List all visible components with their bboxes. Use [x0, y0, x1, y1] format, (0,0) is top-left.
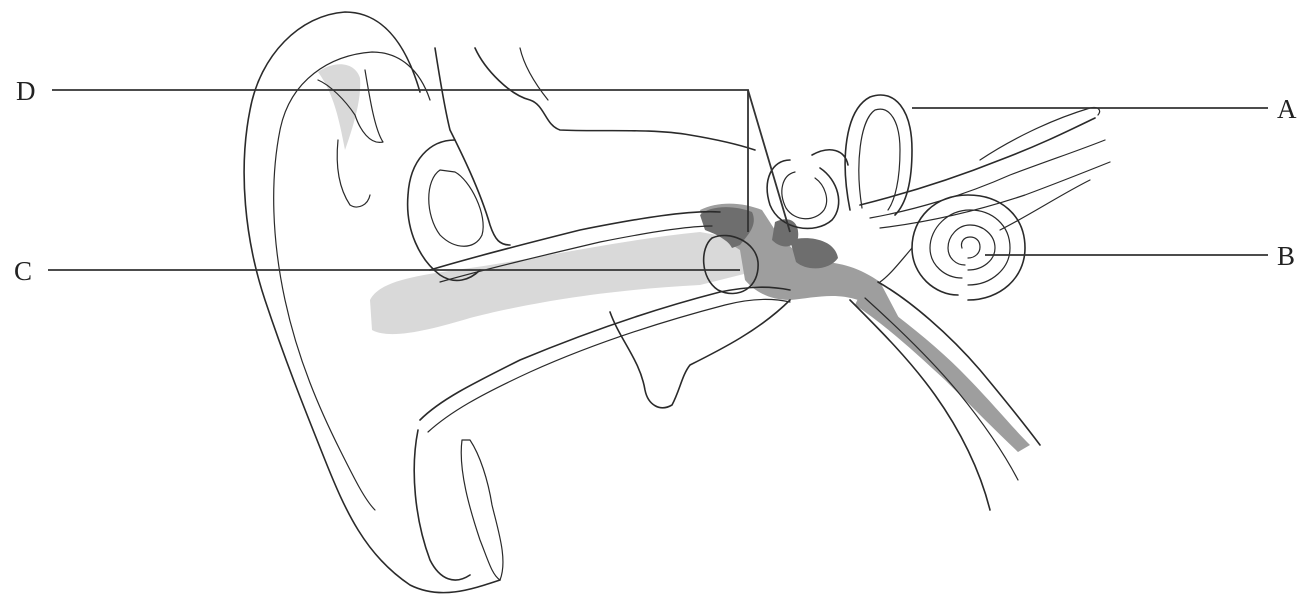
antihelix-fold: [337, 140, 370, 207]
label-c: C: [14, 256, 32, 286]
skull-line-inner: [520, 48, 548, 100]
skull-line-upper: [475, 48, 755, 150]
cochlea: [880, 195, 1025, 300]
earlobe-fold: [461, 440, 503, 580]
eustachian-tube-shading: [855, 290, 1030, 452]
ear-canal-shading: [370, 232, 760, 334]
eustachian-tube-upper: [878, 282, 1040, 445]
concha-inner: [429, 170, 483, 246]
semicircular-canals: [767, 95, 912, 228]
leader-line-d: [52, 90, 748, 232]
helix-shading: [318, 64, 360, 150]
canal-upper-wall: [435, 48, 510, 245]
label-a: A: [1277, 94, 1297, 124]
canal-bottom-wall-inner: [428, 299, 790, 432]
label-d: D: [16, 76, 36, 106]
nerve-bundle-top: [980, 107, 1100, 160]
label-b: B: [1277, 241, 1295, 271]
